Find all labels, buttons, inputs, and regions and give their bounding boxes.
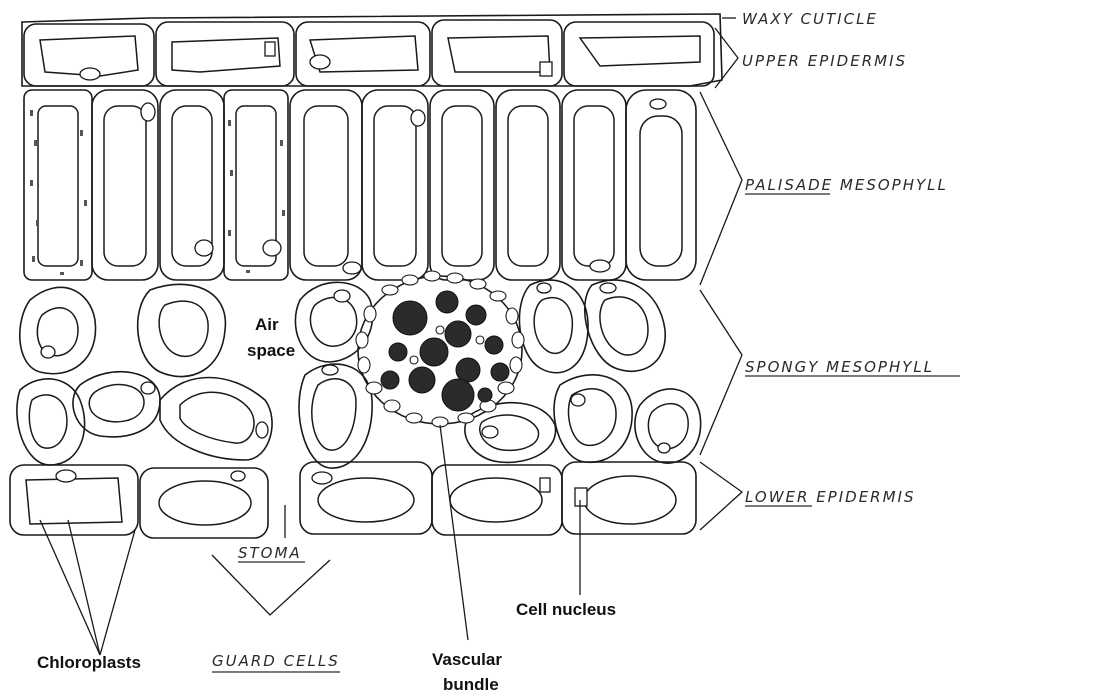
lower-epidermis-layer — [10, 462, 696, 538]
palisade-cell — [496, 90, 560, 280]
label-pointer-lines — [700, 18, 742, 530]
spongy-mesophyll-layer — [17, 280, 701, 468]
spongy-mesophyll-label: SPONGY MESOPHYLL — [745, 358, 934, 376]
spongy-cell — [299, 364, 372, 468]
cell-nucleus-label: Cell nucleus — [516, 600, 616, 619]
palisade-cell — [562, 90, 626, 280]
lower-epidermis-label: LOWER EPIDERMIS — [745, 488, 916, 506]
palisade-cell — [24, 90, 92, 280]
palisade-mesophyll-label: PALISADE MESOPHYLL — [745, 176, 948, 194]
bottom-pointer-lines — [40, 425, 580, 655]
upper-epidermis-cell — [564, 22, 714, 86]
palisade-mesophyll-layer — [24, 90, 696, 280]
upper-epidermis-layer — [24, 20, 714, 86]
palisade-cell — [160, 90, 224, 280]
upper-epidermis-cell — [296, 22, 430, 86]
waxy-cuticle-label: WAXY CUTICLE — [742, 10, 878, 28]
palisade-cell — [626, 90, 696, 280]
spongy-cell — [585, 280, 665, 371]
air-space-label-line1: Air — [255, 315, 279, 334]
vascular-bundle-label-line1: Vascular — [432, 650, 502, 669]
guard-cells-label: GUARD CELLS — [212, 652, 340, 670]
spongy-cell — [138, 284, 226, 376]
palisade-cell — [430, 90, 494, 280]
upper-epidermis-label: UPPER EPIDERMIS — [742, 52, 907, 70]
spongy-cell — [519, 280, 588, 373]
spongy-cell — [465, 403, 556, 463]
vascular-bundle-label-line2: bundle — [443, 675, 499, 694]
chloroplasts-label: Chloroplasts — [37, 653, 141, 672]
spongy-cell — [20, 287, 96, 373]
palisade-cell — [290, 90, 362, 280]
spongy-cell — [160, 378, 272, 461]
air-space-label-line2: space — [247, 341, 295, 360]
stoma-label: STOMA — [238, 544, 302, 562]
